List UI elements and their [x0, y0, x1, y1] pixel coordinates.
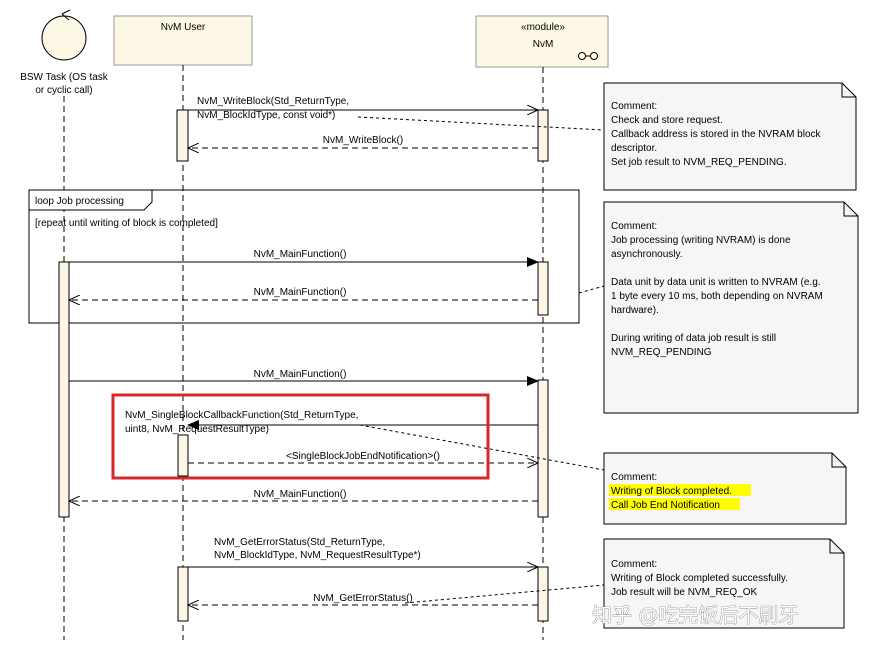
- task-label-1: BSW Task (OS task: [20, 72, 109, 83]
- note-2-line-0: Comment:: [611, 221, 657, 232]
- note-4-line-0: Comment:: [611, 559, 657, 570]
- message-write-block-return: NvM_WriteBlock(): [188, 135, 538, 148]
- message-callback-label-2: uint8, NvM_RequestResultType): [125, 424, 269, 435]
- message-get-error-status: NvM_GetErrorStatus(Std_ReturnType, NvM_B…: [188, 537, 538, 567]
- user-activation-2: [177, 434, 189, 477]
- note-4-connector: [404, 584, 605, 604]
- user-activation-3: [177, 566, 189, 622]
- task-arrowhead-icon: [61, 9, 71, 21]
- note-4: Comment: Writing of Block completed succ…: [603, 538, 845, 629]
- note-1: Comment: Check and store request. Callba…: [603, 82, 857, 191]
- user-label: NvM User: [161, 22, 206, 33]
- note-1-connector: [357, 116, 605, 131]
- task-activation: [58, 261, 70, 518]
- message-main-function-return-2-label: NvM_MainFunction(): [254, 489, 347, 500]
- task-label-2: or cyclic call): [35, 85, 92, 96]
- message-get-error-status-label-1: NvM_GetErrorStatus(Std_ReturnType,: [214, 537, 385, 548]
- module-activation-2: [537, 261, 549, 316]
- message-write-block-label-2: NvM_BlockIdType, const void*): [197, 110, 335, 121]
- message-main-function-return-1: NvM_MainFunction(): [69, 287, 538, 300]
- note-3-highlight-1: [609, 484, 751, 496]
- message-job-end-notification: <SingleBlockJobEndNotification>(): [188, 451, 538, 463]
- note-1-line-2: Callback address is stored in the NVRAM …: [611, 129, 822, 140]
- note-3: Comment: Writing of Block completed. Cal…: [603, 452, 847, 525]
- module-stereotype: «module»: [521, 22, 565, 33]
- message-main-function-return-2: NvM_MainFunction(): [69, 489, 538, 501]
- message-main-function-return-1-label: NvM_MainFunction(): [254, 287, 347, 298]
- note-2: Comment: Job processing (writing NVRAM) …: [603, 201, 859, 414]
- message-main-function-1-label: NvM_MainFunction(): [254, 249, 347, 260]
- note-1-line-0: Comment:: [611, 101, 657, 112]
- task-control-icon: [41, 15, 87, 61]
- loop-tag: loop Job processing: [35, 196, 124, 207]
- watermark-text: 知乎 @吃完饭后不刷牙: [592, 603, 798, 627]
- note-2-line-1: Job processing (writing NVRAM) is done: [611, 235, 791, 246]
- message-get-error-status-return-label: NvM_GetErrorStatus(): [313, 593, 412, 604]
- note-1-line-4: Set job result to NVM_REQ_PENDING.: [611, 157, 787, 168]
- note-2-line-2: asynchronously.: [611, 249, 683, 260]
- note-2-connector: [578, 285, 605, 294]
- message-callback-label-1: NvM_SingleBlockCallbackFunction(Std_Retu…: [125, 410, 358, 421]
- loop-guard: [repeat until writing of block is comple…: [35, 218, 218, 229]
- note-1-line-1: Check and store request.: [611, 115, 723, 126]
- note-4-line-2: Job result will be NVM_REQ_OK: [611, 587, 757, 598]
- module-activation-1: [537, 109, 549, 162]
- message-get-error-status-label-2: NvM_BlockIdType, NvM_RequestResultType*): [214, 550, 421, 561]
- message-main-function-2: NvM_MainFunction(): [69, 369, 539, 386]
- message-write-block: NvM_WriteBlock(Std_ReturnType, NvM_Block…: [188, 96, 538, 121]
- note-3-line-2: Call Job End Notification: [611, 500, 720, 511]
- note-1-line-3: descriptor.: [611, 143, 657, 154]
- user-activation-1: [176, 109, 189, 162]
- message-callback: NvM_SingleBlockCallbackFunction(Std_Retu…: [125, 410, 538, 435]
- module-activation-3: [537, 379, 549, 518]
- message-write-block-return-label: NvM_WriteBlock(): [323, 135, 403, 146]
- note-2-line-5: 1 byte every 10 ms, both depending on NV…: [611, 291, 823, 302]
- loop-frame: loop Job processing [repeat until writin…: [28, 189, 580, 324]
- module-label: NvM: [533, 39, 554, 50]
- message-get-error-status-return: NvM_GetErrorStatus(): [188, 593, 538, 605]
- note-2-line-9: NVM_REQ_PENDING: [611, 347, 712, 358]
- message-job-end-notification-label: <SingleBlockJobEndNotification>(): [286, 451, 440, 462]
- participant-module: «module» NvM: [475, 15, 609, 68]
- note-4-line-1: Writing of Block completed successfully.: [611, 573, 788, 584]
- note-2-line-8: During writing of data job result is sti…: [611, 333, 776, 344]
- note-3-line-0: Comment:: [611, 472, 657, 483]
- participant-user: NvM User: [113, 15, 253, 66]
- module-component-icon: [578, 52, 598, 60]
- participant-task: BSW Task (OS task or cyclic call): [20, 9, 109, 96]
- message-main-function-2-label: NvM_MainFunction(): [254, 369, 347, 380]
- callback-highlight-box: [111, 393, 490, 480]
- note-3-line-1: Writing of Block completed.: [611, 486, 732, 497]
- module-activation-4: [537, 566, 549, 622]
- note-3-connector: [359, 424, 605, 471]
- message-write-block-label-1: NvM_WriteBlock(Std_ReturnType,: [197, 96, 349, 107]
- note-2-line-4: Data unit by data unit is written to NVR…: [611, 277, 821, 288]
- note-3-highlight-2: [609, 498, 740, 510]
- message-main-function-1: NvM_MainFunction(): [69, 249, 539, 267]
- note-2-line-6: hardware).: [611, 305, 659, 316]
